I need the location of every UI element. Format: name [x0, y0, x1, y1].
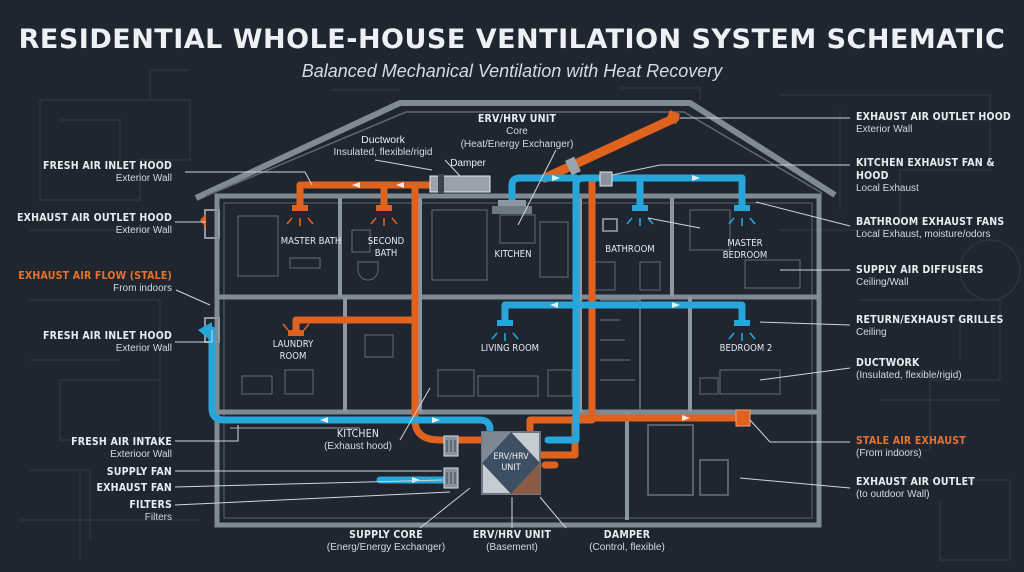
room-bathroom: BATHROOM — [605, 244, 655, 255]
left-label-fresh-air-intake: FRESH AIR INTAKE Exterioor Wall — [10, 436, 172, 462]
left-label-sub: Exterioor Wall — [110, 449, 172, 461]
left-label-sub: Filters — [144, 512, 172, 524]
blueprint-background — [20, 69, 1021, 561]
supply-ductwork — [208, 174, 746, 484]
left-label-title: FILTERS — [129, 499, 172, 511]
bottom-label-title: DAMPER — [603, 529, 651, 541]
bottom-label-title: ERV/HRV UNIT — [472, 529, 552, 541]
damper-title: Damper — [450, 158, 486, 169]
left-label-fresh-inlet-2: FRESH AIR INLET HOOD Exterior Wall — [10, 330, 172, 356]
right-label-exhaust-air-outlet: EXHAUST AIR OUTLET (to outdoor Wall) — [856, 476, 1016, 502]
erv-core-title: ERV/HRV UNIT — [477, 113, 557, 125]
exhaust-fans — [288, 200, 532, 336]
bottom-label-erv-unit: ERV/HRV UNIT (Basement) — [462, 529, 562, 555]
left-label-sub: Exterior Wall — [115, 173, 172, 185]
bottom-label-sub: (Energ/Energy Exchanger) — [326, 542, 446, 554]
right-label-sub: (Insulated, flexible/rigid) — [856, 370, 962, 382]
right-label-bathroom-fans: BATHROOM EXHAUST FANS Local Exhaust, moi… — [856, 216, 1016, 242]
vent-wisps — [282, 217, 756, 341]
left-label-exhaust-air-flow: EXHAUST AIR FLOW (STALE) From indoors — [10, 270, 172, 296]
right-label-title: SUPPLY AIR DIFFUSERS — [856, 264, 984, 276]
bottom-label-sub: (Control, flexible) — [589, 542, 665, 554]
damper-label: Damper — [446, 158, 490, 171]
left-label-title: EXHAUST FAN — [96, 482, 172, 494]
left-label-title: FRESH AIR INTAKE — [71, 436, 172, 448]
bottom-label-supply-core: SUPPLY CORE (Energ/Energy Exchanger) — [322, 529, 450, 555]
kitchen-callout-sub: (Exhaust hood) — [324, 441, 392, 453]
left-label-title: EXHAUST AIR FLOW (STALE) — [18, 270, 172, 282]
left-label-title: SUPPLY FAN — [106, 466, 172, 478]
page-subtitle: Balanced Mechanical Ventilation with Hea… — [301, 61, 723, 81]
kitchen-callout-title: KITCHEN — [336, 428, 380, 440]
duct-dampers — [429, 156, 613, 194]
hoods — [198, 110, 751, 427]
right-label-sub: (From indoors) — [856, 448, 922, 460]
left-label-filters: FILTERS Filters — [10, 499, 172, 525]
right-label-supply-diffusers: SUPPLY AIR DIFFUSERS Ceiling/Wall — [856, 264, 1016, 290]
room-bedroom-2: BEDROOM 2 — [719, 343, 773, 354]
bottom-label-damper: DAMPER (Control, flexible) — [572, 529, 682, 555]
erv-hrv-unit — [443, 431, 541, 495]
leader-lines — [174, 117, 851, 529]
bottom-label-sub: (Basement) — [486, 542, 538, 554]
room-second-bath: SECOND BATH — [367, 236, 405, 259]
room-living: LIVING ROOM — [480, 343, 540, 354]
room-master-bath: MASTER BATH — [280, 236, 342, 247]
room-kitchen: KITCHEN — [494, 249, 532, 260]
bottom-label-title: SUPPLY CORE — [349, 529, 423, 541]
right-label-sub: Ceiling/Wall — [856, 277, 909, 289]
furniture-sketches — [237, 209, 801, 397]
right-label-sub: Local Exhaust, moisture/odors — [856, 229, 991, 241]
left-label-title: EXHAUST AIR OUTLET HOOD — [17, 212, 172, 224]
room-laundry: LAUNDRY ROOM — [272, 339, 314, 362]
erv-core-label: ERV/HRV UNIT Core (Heat/Energy Exchanger… — [452, 113, 582, 151]
flow-arrows — [320, 175, 700, 483]
right-label-title: EXHAUST AIR OUTLET HOOD — [856, 111, 1011, 123]
right-label-sub: Exterior Wall — [856, 124, 913, 136]
left-label-exhaust-fan: EXHAUST FAN — [10, 482, 172, 495]
right-label-kitchen-exhaust: KITCHEN EXHAUST FAN & HOOD Local Exhaust — [856, 157, 1016, 196]
right-label-exhaust-outlet-hood: EXHAUST AIR OUTLET HOOD Exterior Wall — [856, 111, 1016, 137]
left-label-sub: Exterior Wall — [115, 343, 172, 355]
left-label-sub: Exterior Wall — [115, 225, 172, 237]
left-label-exhaust-outlet-hood: EXHAUST AIR OUTLET HOOD Exterior Wall — [10, 212, 172, 238]
erv-core-sub2: (Heat/Energy Exchanger) — [460, 138, 574, 150]
right-label-stale-air-exhaust: STALE AIR EXHAUST (From indoors) — [856, 435, 1016, 461]
right-label-sub: Ceiling — [856, 327, 887, 339]
right-label-sub: Local Exhaust — [856, 183, 919, 195]
left-label-title: FRESH AIR INLET HOOD — [43, 160, 172, 172]
ductwork-title: Ductwork — [361, 134, 405, 146]
ductwork-label: Ductwork Insulated, flexible/rigid — [318, 134, 448, 160]
ductwork-sub: Insulated, flexible/rigid — [333, 147, 433, 159]
left-label-title: FRESH AIR INLET HOOD — [43, 330, 172, 342]
left-label-sub: From indoors — [113, 283, 172, 295]
right-label-return-grilles: RETURN/EXHAUST GRILLES Ceiling — [856, 314, 1016, 340]
erv-box-label: ERV/HRV UNIT — [493, 452, 529, 473]
left-label-fresh-inlet-1: FRESH AIR INLET HOOD Exterior Wall — [10, 160, 172, 186]
room-master-bedroom: MASTER BEDROOM — [722, 238, 768, 261]
left-label-supply-fan: SUPPLY FAN — [10, 466, 172, 479]
erv-core-sub1: Core — [506, 126, 528, 138]
right-label-title: EXHAUST AIR OUTLET — [856, 476, 975, 488]
right-label-title: DUCTWORK — [856, 357, 920, 369]
right-label-title: KITCHEN EXHAUST FAN & HOOD — [856, 157, 995, 183]
right-label-title: RETURN/EXHAUST GRILLES — [856, 314, 1004, 326]
right-label-sub: (to outdoor Wall) — [856, 489, 930, 501]
right-label-ductwork: DUCTWORK (Insulated, flexible/rigid) — [856, 357, 1016, 383]
right-label-title: BATHROOM EXHAUST FANS — [856, 216, 1005, 228]
page-title: RESIDENTIAL WHOLE-HOUSE VENTILATION SYST… — [18, 24, 1006, 55]
right-label-title: STALE AIR EXHAUST — [856, 435, 966, 447]
supply-diffusers — [497, 205, 750, 326]
kitchen-exhaust-callout: KITCHEN (Exhaust hood) — [312, 428, 404, 454]
